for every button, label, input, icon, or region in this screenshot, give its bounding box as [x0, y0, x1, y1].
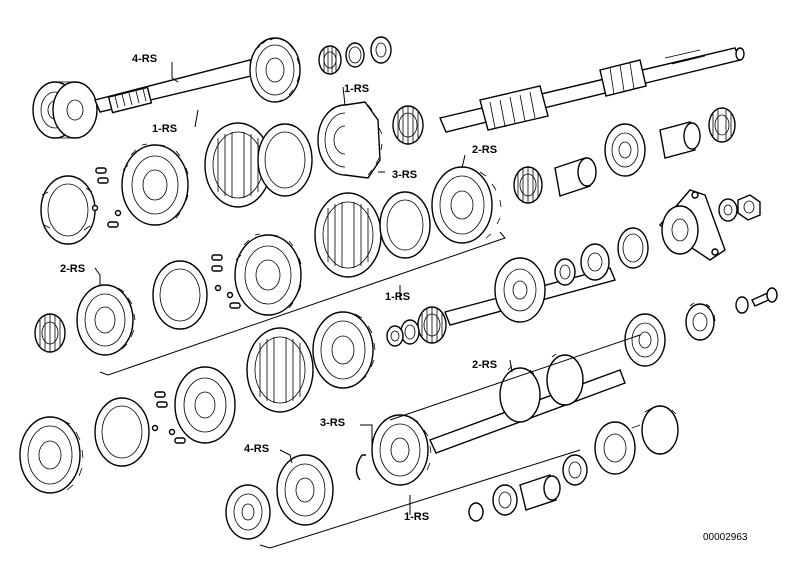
sleeve-bottom [519, 474, 561, 511]
snap-ring-top [345, 42, 365, 68]
washer-row3 [386, 325, 404, 347]
label-lower-3rs: 3-RS [320, 417, 345, 429]
gear-1rs-top [317, 101, 383, 179]
synchro-keys-1 [91, 167, 122, 228]
gear-small-right [685, 302, 716, 341]
bracket-lines [94, 62, 641, 549]
ring-row3-a [554, 258, 576, 286]
input-shaft [94, 59, 256, 114]
label-mid-2rs: 2-RS [472, 144, 497, 156]
countershaft-lower [429, 353, 626, 454]
ring-row3-d [400, 319, 420, 345]
label-bottom-1rs: 1-RS [404, 511, 429, 523]
sliding-sleeve-3 [246, 327, 314, 413]
needle-bearing-top [318, 45, 342, 75]
countershaft-center [444, 257, 616, 326]
label-lower-2rs: 2-RS [472, 359, 497, 371]
label-top-1rs-b: 1-RS [344, 83, 369, 95]
ball-bearing-mid [604, 123, 646, 177]
label-center-1rs: 1-RS [385, 291, 410, 303]
synchro-ring-key-2 [152, 260, 208, 330]
gear-row4-left [19, 416, 84, 494]
label-left-2rs: 2-RS [60, 263, 85, 275]
gear-2rs-left [76, 284, 136, 356]
washer-top [370, 36, 392, 64]
reference-number: 00002963 [703, 532, 748, 543]
needle-bearing-bottom-2 [562, 454, 588, 486]
needle-bearing-4 [708, 107, 736, 143]
sliding-sleeve-2 [314, 192, 382, 278]
main-shaft [439, 47, 745, 133]
ring-row3-c [617, 227, 649, 269]
synchro-ring-key-1 [40, 175, 96, 245]
gear-3rs-lower [371, 414, 432, 486]
label-mid-3rs: 3-RS [392, 169, 417, 181]
gear-2rs-mid [431, 166, 502, 244]
bearing-row3-b [580, 243, 610, 281]
output-flange [658, 189, 726, 261]
needle-bearing-3 [513, 166, 543, 204]
needle-bearing-bottom-1 [492, 484, 518, 516]
synchro-hub-3 [174, 366, 236, 444]
synchro-ring-2 [379, 191, 431, 259]
label-lower-4rs: 4-RS [244, 443, 269, 455]
cluster-gear-bottom [594, 405, 679, 475]
synchro-hub-2 [234, 233, 302, 316]
washer-right [735, 296, 749, 314]
ball-bearing-row3-right [624, 313, 666, 367]
synchro-keys-2 [211, 254, 241, 309]
synchro-ring-key-3 [94, 397, 150, 467]
label-top-1rs-a: 1-RS [152, 123, 177, 135]
ball-bearing-lower [225, 484, 271, 540]
synchro-ring-1 [257, 123, 313, 197]
gear-4rs-lower [276, 454, 334, 526]
needle-bearing-left [34, 313, 66, 353]
flange-nut [737, 194, 761, 221]
flange-washer [718, 198, 738, 222]
label-top-4rs: 4-RS [132, 53, 157, 65]
washer-bottom [468, 502, 484, 522]
spacer-mid [659, 121, 701, 159]
needle-bearing-2 [392, 105, 424, 145]
input-shaft-bearing [32, 81, 98, 139]
synchro-keys-3 [151, 391, 186, 444]
needle-bearing-5 [417, 306, 447, 344]
bolt-right [751, 287, 778, 307]
synchro-hub-1 [121, 143, 189, 226]
gear-row4-a [312, 311, 376, 389]
input-drive-gear [249, 37, 301, 103]
bushing-1 [554, 157, 597, 197]
snap-ring-lower [355, 454, 366, 481]
sliding-sleeve-1 [204, 122, 272, 208]
